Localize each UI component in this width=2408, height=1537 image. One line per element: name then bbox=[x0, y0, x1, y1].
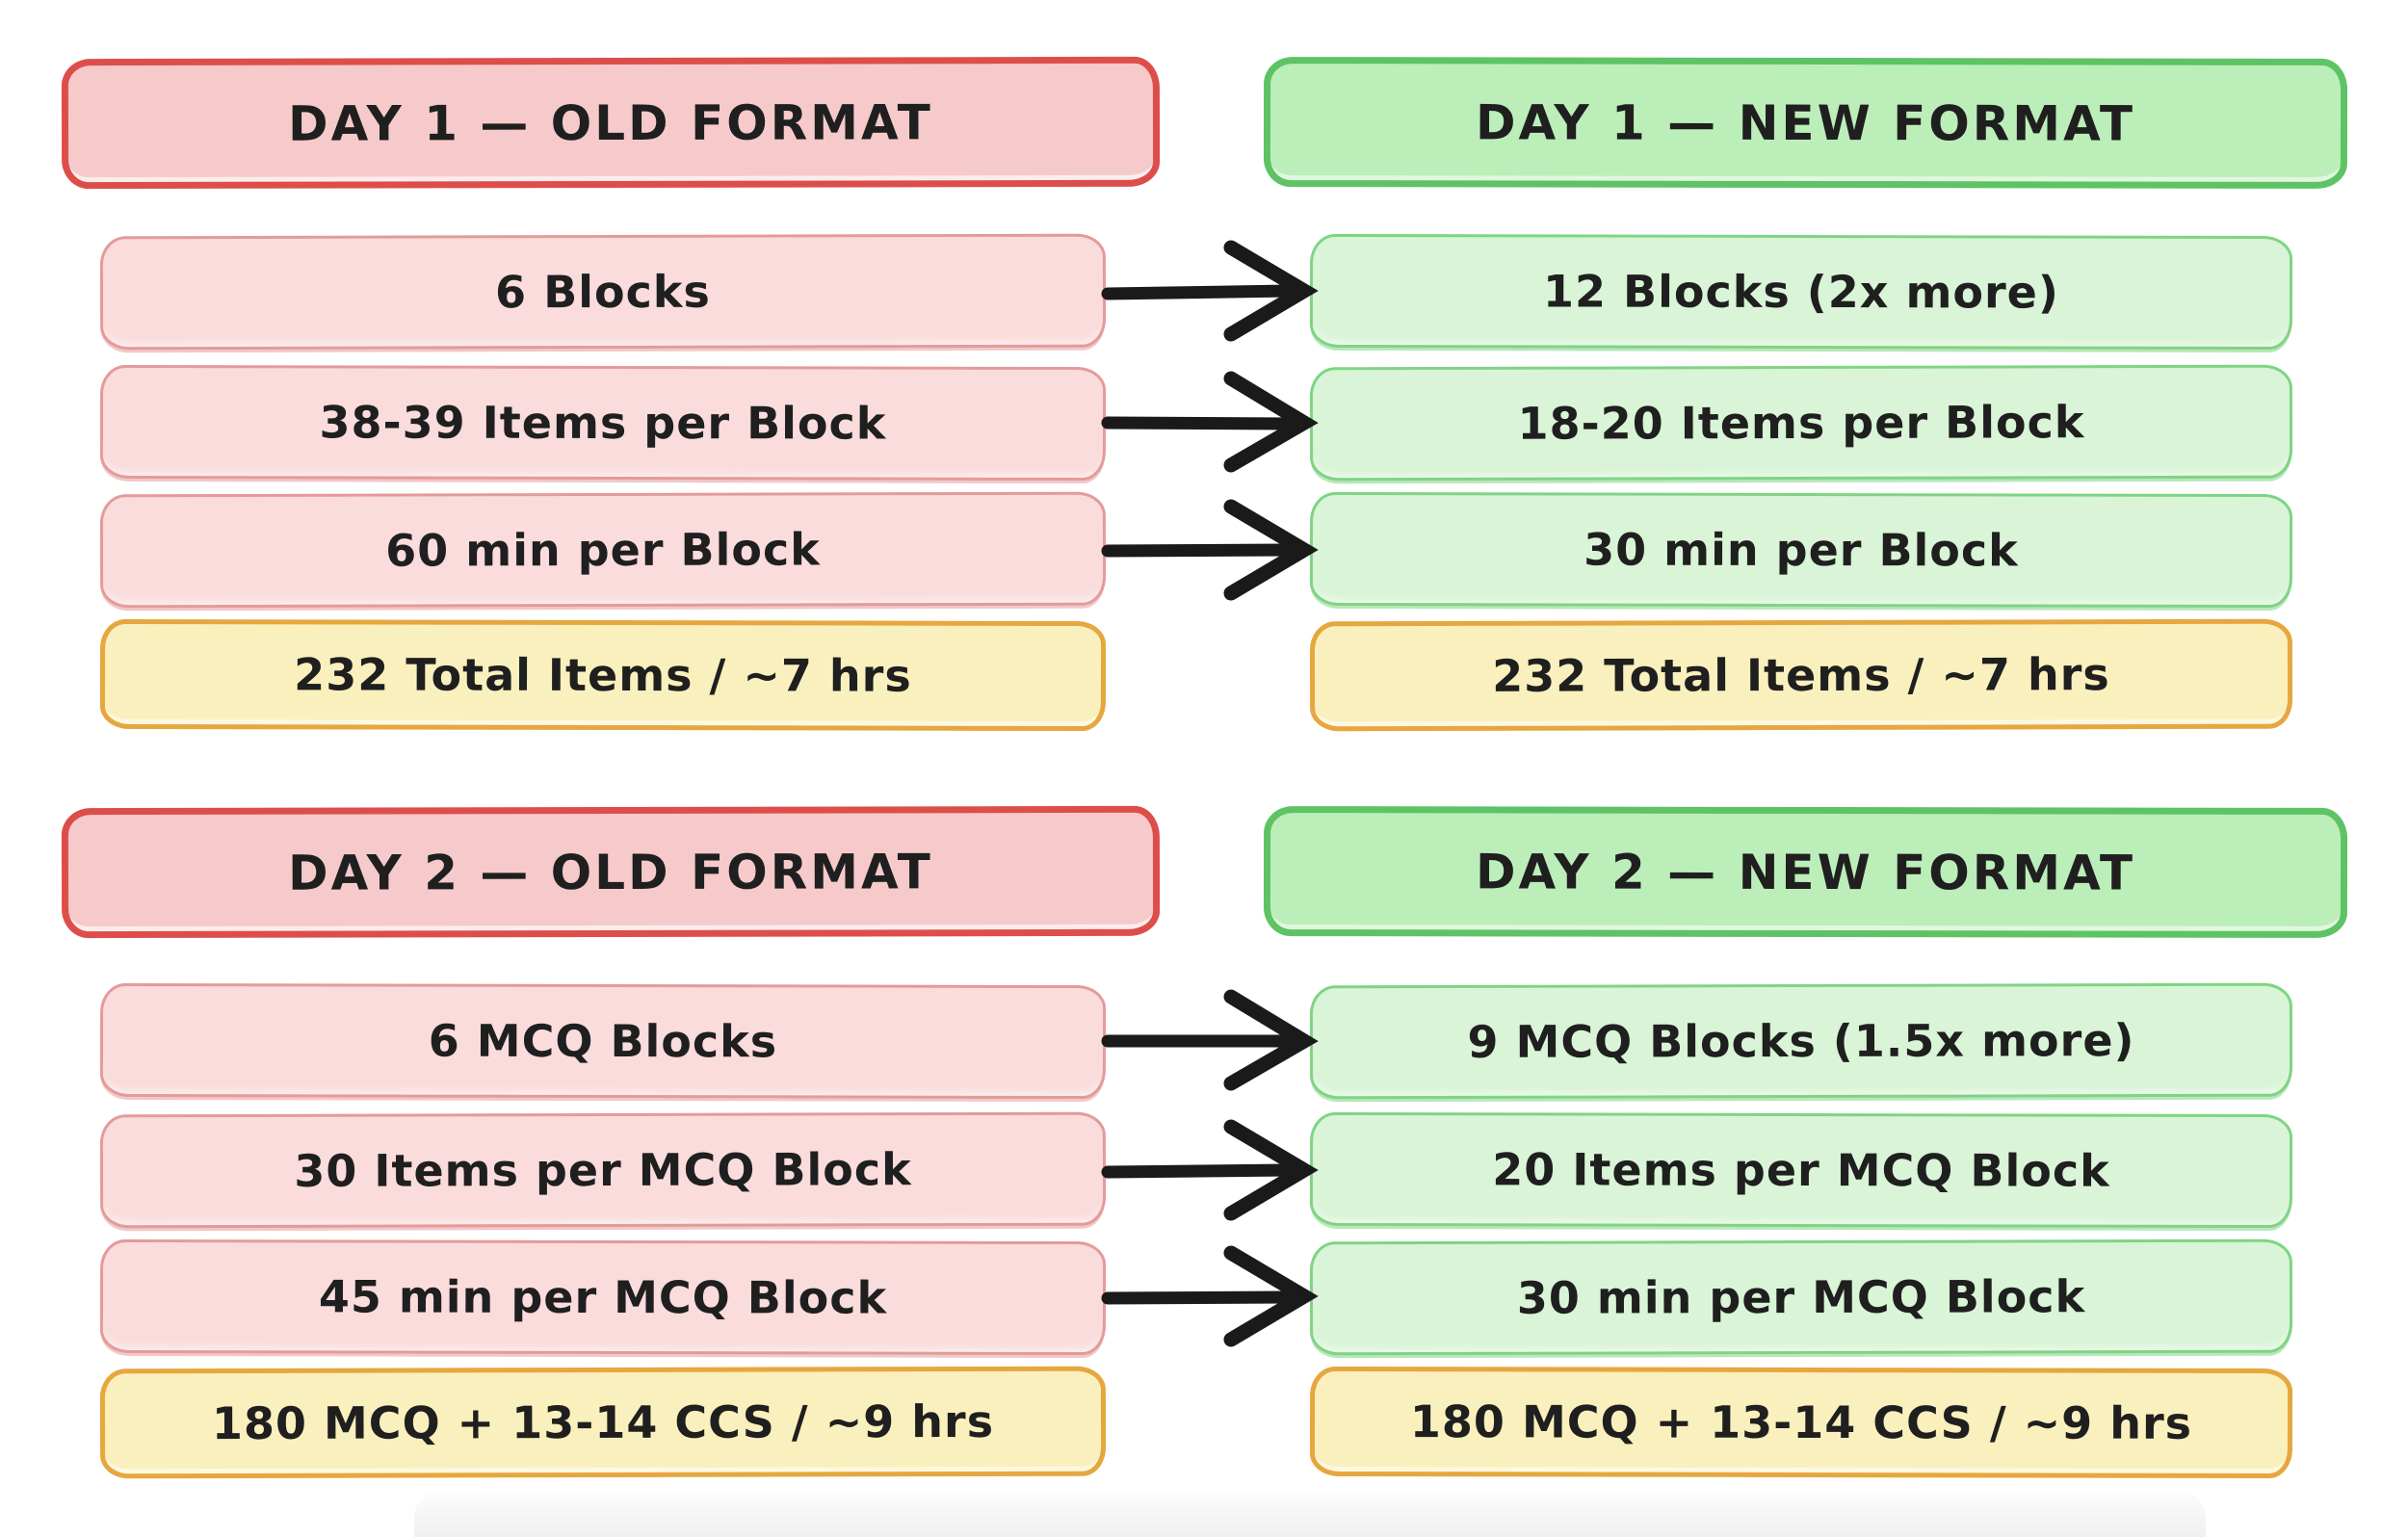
day2-new-format-header: DAY 2 — NEW FORMAT bbox=[1263, 806, 2348, 938]
old-total-row: 180 MCQ + 13-14 CCS / ~9 hrs bbox=[99, 1366, 1107, 1479]
row-label: 30 Items per MCQ Block bbox=[294, 1143, 912, 1197]
row-label: 9 MCQ Blocks (1.5x more) bbox=[1467, 1014, 2135, 1068]
old-format-row: 38-39 Items per Block bbox=[99, 364, 1107, 482]
old-format-row: 30 Items per MCQ Block bbox=[99, 1111, 1107, 1229]
row-label: 12 Blocks (2x more) bbox=[1543, 265, 2059, 319]
header-label: DAY 1 — OLD FORMAT bbox=[288, 93, 933, 152]
header-label: DAY 2 — OLD FORMAT bbox=[288, 843, 933, 901]
row-label: 30 min per MCQ Block bbox=[1516, 1270, 2086, 1324]
row-label: 6 MCQ Blocks bbox=[428, 1014, 778, 1068]
row-label: 30 min per Block bbox=[1584, 523, 2019, 577]
total-label: 232 Total Items / ~7 hrs bbox=[294, 648, 912, 702]
arrow-right-icon bbox=[1101, 1245, 1319, 1347]
day1-new-format-header: DAY 1 — NEW FORMAT bbox=[1263, 57, 2348, 189]
old-format-row: 60 min per Block bbox=[99, 491, 1107, 609]
day1-old-format-header: DAY 1 — OLD FORMAT bbox=[61, 56, 1161, 190]
header-label: DAY 1 — NEW FORMAT bbox=[1475, 93, 2136, 152]
arrow-right-icon bbox=[1101, 371, 1319, 473]
old-total-row: 232 Total Items / ~7 hrs bbox=[99, 618, 1107, 732]
total-label: 232 Total Items / ~7 hrs bbox=[1492, 648, 2110, 702]
arrow-right-icon bbox=[1101, 1119, 1319, 1221]
arrow-right-icon bbox=[1101, 240, 1319, 342]
new-format-row: 9 MCQ Blocks (1.5x more) bbox=[1309, 982, 2293, 1100]
row-label: 20 Items per MCQ Block bbox=[1492, 1143, 2110, 1197]
new-format-row: 30 min per MCQ Block bbox=[1309, 1238, 2293, 1356]
total-label: 180 MCQ + 13-14 CCS / ~9 hrs bbox=[211, 1394, 995, 1450]
row-label: 60 min per Block bbox=[385, 523, 821, 577]
row-label: 38-39 Items per Block bbox=[319, 396, 887, 450]
new-total-row: 180 MCQ + 13-14 CCS / ~9 hrs bbox=[1309, 1366, 2293, 1479]
new-format-row: 30 min per Block bbox=[1309, 491, 2293, 609]
arrow-right-icon bbox=[1101, 499, 1319, 601]
header-label: DAY 2 — NEW FORMAT bbox=[1475, 843, 2136, 901]
new-format-row: 18-20 Items per Block bbox=[1309, 364, 2293, 482]
new-total-row: 232 Total Items / ~7 hrs bbox=[1309, 618, 2293, 732]
row-label: 18-20 Items per Block bbox=[1517, 396, 2085, 450]
new-format-row: 20 Items per MCQ Block bbox=[1309, 1111, 2293, 1229]
row-label: 45 min per MCQ Block bbox=[318, 1270, 888, 1324]
new-format-row: 12 Blocks (2x more) bbox=[1309, 233, 2293, 351]
old-format-row: 6 Blocks bbox=[99, 233, 1107, 351]
row-label: 6 Blocks bbox=[495, 265, 711, 319]
arrow-right-icon bbox=[1101, 989, 1319, 1091]
day2-old-format-header: DAY 2 — OLD FORMAT bbox=[61, 805, 1161, 939]
old-format-row: 45 min per MCQ Block bbox=[99, 1238, 1107, 1356]
total-label: 180 MCQ + 13-14 CCS / ~9 hrs bbox=[1409, 1395, 2193, 1449]
old-format-row: 6 MCQ Blocks bbox=[99, 982, 1107, 1100]
bottom-page-edge-shadow bbox=[414, 1491, 2206, 1537]
